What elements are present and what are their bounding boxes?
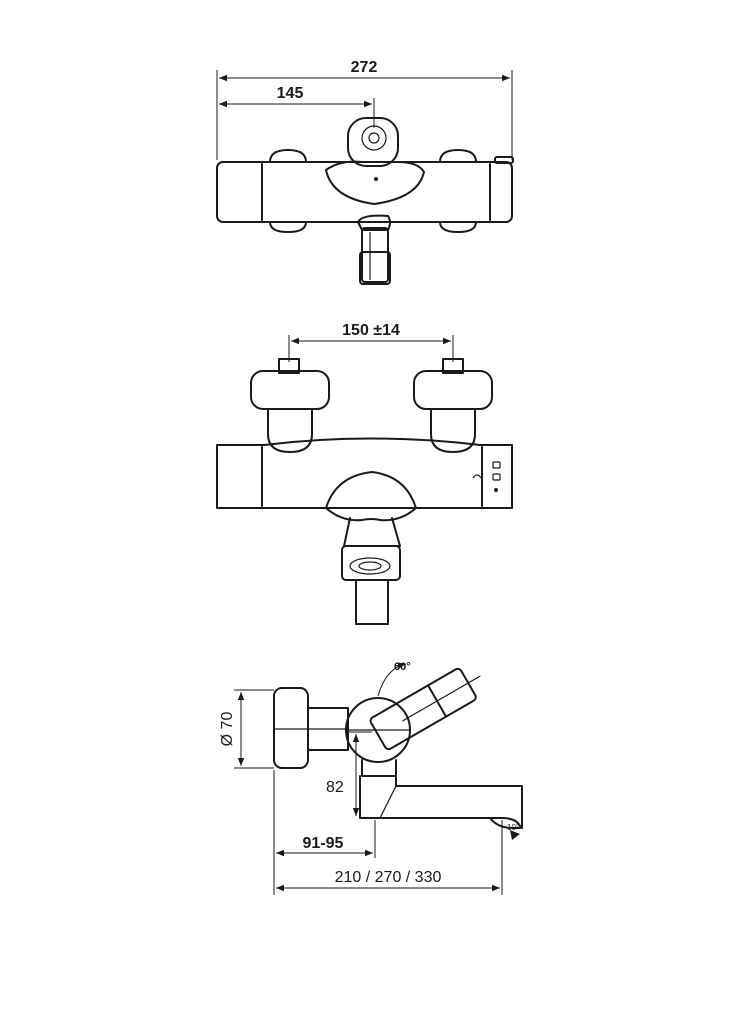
- dimension-diameter-label: Ø 70: [219, 712, 236, 747]
- dimension-diameter: Ø 70: [219, 689, 274, 769]
- top-view: 272 145: [216, 59, 514, 285]
- dimension-overall-width-label: 272: [351, 59, 378, 76]
- top-left-handle-edge: [269, 149, 307, 163]
- front-body: [216, 437, 513, 509]
- front-left-handle: [250, 370, 330, 410]
- dimension-projection: 91-95: [273, 770, 376, 895]
- dimension-centers-label: 150 ±14: [342, 322, 400, 339]
- dimension-height: 82: [326, 731, 372, 816]
- dimension-overall-width: 272: [216, 59, 513, 160]
- side-view: Ø 70 60° 10° 82: [219, 661, 523, 895]
- dimension-outlet-offset: 145: [219, 85, 375, 128]
- angle-arc: [377, 662, 407, 697]
- dimension-spout-lengths-label: 210 / 270 / 330: [335, 869, 442, 886]
- front-right-handle: [413, 370, 493, 410]
- dimension-height-label: 82: [326, 779, 344, 796]
- top-spout: [361, 227, 389, 283]
- front-spout-tail: [355, 579, 389, 625]
- angle-label: 60°: [394, 661, 411, 673]
- top-right-handle-edge: [439, 149, 477, 163]
- side-handle-rotated: [369, 667, 481, 751]
- dimension-spout-lengths: 210 / 270 / 330: [276, 820, 503, 895]
- front-diverter: [325, 471, 417, 522]
- spout-angle-label: 10°: [507, 823, 519, 832]
- side-wall-disc: [273, 687, 309, 769]
- dimension-centers: 150 ±14: [288, 322, 454, 362]
- front-view: 150 ±14: [216, 322, 513, 625]
- top-diverter-knob: [347, 117, 399, 167]
- top-diverter-base: [325, 160, 425, 205]
- dimension-outlet-offset-label: 145: [277, 85, 304, 102]
- dimension-projection-label: 91-95: [303, 835, 344, 852]
- front-temp-marker-red: [492, 461, 501, 469]
- side-spout: [359, 775, 523, 829]
